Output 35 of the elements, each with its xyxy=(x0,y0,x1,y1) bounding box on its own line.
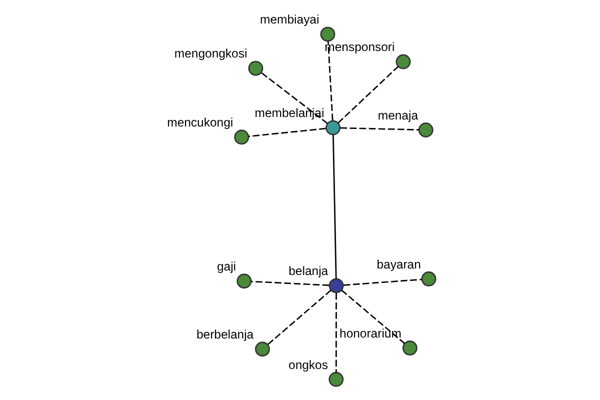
node-circle xyxy=(248,60,263,76)
connector xyxy=(340,127,418,130)
node-label: honorarium xyxy=(339,326,401,340)
connector xyxy=(266,290,331,346)
connector xyxy=(260,72,328,124)
connector xyxy=(342,278,422,286)
node-circle xyxy=(328,372,344,387)
node-label: mencukongi xyxy=(166,116,233,130)
node-label: mengongkosi xyxy=(174,46,247,61)
connector xyxy=(337,66,398,124)
node-circle xyxy=(234,130,249,145)
connector xyxy=(326,41,333,120)
node-circle xyxy=(236,274,252,289)
connector xyxy=(248,128,326,138)
node-circle xyxy=(328,278,344,294)
node-label: berbelanja xyxy=(196,327,254,342)
node-circle xyxy=(418,122,433,138)
node-circle xyxy=(320,26,335,42)
node-label: membiayai xyxy=(260,12,319,27)
connector xyxy=(340,290,405,344)
node-label: gaji xyxy=(216,259,236,274)
node-label: belanja xyxy=(288,264,328,278)
connector xyxy=(250,280,329,286)
connector xyxy=(332,134,336,279)
node-label: mensponsori xyxy=(324,40,394,54)
node-circle xyxy=(254,342,270,357)
node-circle xyxy=(420,271,436,286)
node-label: ongkos xyxy=(288,358,328,372)
node-circle xyxy=(402,340,417,356)
node-label: bayaran xyxy=(376,257,420,272)
node-label: menaja xyxy=(377,108,418,122)
node-label: membelanjai xyxy=(254,106,324,120)
node-circle xyxy=(325,120,340,136)
connector xyxy=(334,293,336,372)
node-circle xyxy=(395,54,410,70)
